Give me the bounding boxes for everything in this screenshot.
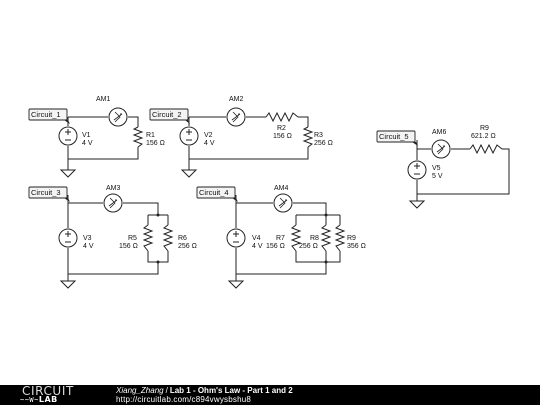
circuitlab-logo-sub: ~~W~LAB: [20, 395, 58, 405]
svg-text:256 Ω: 256 Ω: [178, 243, 197, 250]
svg-text:R1: R1: [146, 132, 155, 139]
svg-text:AM2: AM2: [229, 96, 244, 103]
svg-text:156 Ω: 156 Ω: [266, 243, 285, 250]
circuit-3: Circuit_3 V3 4 V AM3 R5 156 Ω R6 256 Ω: [28, 185, 197, 289]
circuit-2: Circuit_2 V2 4 V AM2 R2 156 Ω R3 256 Ω: [149, 96, 333, 178]
circuit-4-tag[interactable]: Circuit_4: [196, 186, 238, 202]
author-link[interactable]: Xiang_Zhang: [116, 386, 164, 395]
svg-text:V1: V1: [82, 132, 91, 139]
svg-text:AM1: AM1: [96, 96, 111, 103]
svg-text:R9: R9: [480, 125, 489, 132]
svg-text:5 V: 5 V: [432, 173, 443, 180]
svg-text:156 Ω: 156 Ω: [146, 140, 165, 147]
svg-text:R6: R6: [178, 235, 187, 242]
svg-text:Circuit_5: Circuit_5: [379, 132, 409, 141]
circuit-url[interactable]: http://circuitlab.com/c894vwysbshu8: [116, 395, 252, 404]
svg-text:R9: R9: [347, 235, 356, 242]
ammeter-am3[interactable]: [103, 193, 123, 213]
ammeter-am1[interactable]: [108, 107, 128, 127]
schematic-canvas: Circuit_1 V1 4 V AM1 R1 156 Ω Circuit_2 …: [28, 96, 510, 289]
svg-text:R8: R8: [310, 235, 319, 242]
source-v3[interactable]: [58, 228, 78, 248]
svg-text:256 Ω: 256 Ω: [299, 243, 318, 250]
svg-text:V2: V2: [204, 132, 213, 139]
source-v2[interactable]: [179, 126, 199, 146]
circuit-5: Circuit_5 V5 5 V AM6 R9 621.2 Ω: [376, 125, 510, 209]
circuit-title: Lab 1 - Ohm's Law - Part 1 and 2: [169, 386, 293, 395]
svg-text:4 V: 4 V: [204, 140, 215, 147]
svg-text:AM4: AM4: [274, 185, 289, 192]
svg-text:R2: R2: [277, 125, 286, 132]
svg-text:R3: R3: [314, 132, 323, 139]
svg-text:156 Ω: 156 Ω: [119, 243, 138, 250]
resistor-r9[interactable]: [334, 224, 346, 252]
svg-text:4 V: 4 V: [252, 243, 263, 250]
source-v1[interactable]: [58, 126, 78, 146]
svg-text:V4: V4: [252, 235, 261, 242]
ground-icon: [228, 280, 244, 289]
svg-text:AM3: AM3: [106, 185, 121, 192]
svg-text:AM6: AM6: [432, 129, 447, 136]
resistor-r1[interactable]: [132, 126, 144, 148]
svg-text:356 Ω: 356 Ω: [347, 243, 366, 250]
circuit-1-tag[interactable]: Circuit_1: [28, 108, 70, 124]
source-v5[interactable]: [407, 160, 427, 180]
footer-bar: CIRCUIT ~~W~LAB Xiang_Zhang/Lab 1 - Ohm'…: [0, 385, 540, 405]
ammeter-am6[interactable]: [431, 139, 451, 159]
circuitlab-logo[interactable]: CIRCUIT: [22, 384, 74, 398]
svg-text:R7: R7: [276, 235, 285, 242]
resistor-r6[interactable]: [162, 224, 174, 252]
svg-text:621.2 Ω: 621.2 Ω: [471, 133, 496, 140]
ground-icon: [409, 200, 425, 209]
circuit-5-tag[interactable]: Circuit_5: [376, 130, 418, 146]
svg-text:Circuit_3: Circuit_3: [31, 188, 61, 197]
svg-text:Circuit_1: Circuit_1: [31, 110, 61, 119]
resistor-r5[interactable]: [142, 224, 154, 252]
svg-text:Circuit_2: Circuit_2: [152, 110, 182, 119]
svg-text:156 Ω: 156 Ω: [273, 133, 292, 140]
svg-text:V5: V5: [432, 165, 441, 172]
svg-text:R5: R5: [128, 235, 137, 242]
resistor-r2[interactable]: [265, 111, 299, 123]
circuit-3-tag[interactable]: Circuit_3: [28, 186, 70, 202]
ground-icon: [60, 280, 76, 289]
source-v4[interactable]: [226, 228, 246, 248]
circuit-4: Circuit_4 V4 4 V AM4 R7 156 Ω R8 256 Ω R…: [196, 185, 366, 289]
svg-text:256 Ω: 256 Ω: [314, 140, 333, 147]
svg-text:4 V: 4 V: [82, 140, 93, 147]
ground-icon: [181, 169, 197, 178]
ammeter-am4[interactable]: [273, 193, 293, 213]
svg-text:Circuit_4: Circuit_4: [199, 188, 229, 197]
circuit-1: Circuit_1 V1 4 V AM1 R1 156 Ω: [28, 96, 165, 178]
resistor-r3[interactable]: [302, 126, 314, 148]
circuit-2-tag[interactable]: Circuit_2: [149, 108, 190, 124]
resistor-r9-circuit5[interactable]: [469, 143, 503, 155]
resistor-r7[interactable]: [290, 224, 302, 252]
footer-title-line: Xiang_Zhang/Lab 1 - Ohm's Law - Part 1 a…: [116, 386, 293, 395]
svg-text:V3: V3: [83, 235, 92, 242]
ammeter-am2[interactable]: [226, 107, 246, 127]
resistor-r8[interactable]: [320, 224, 332, 252]
svg-text:4 V: 4 V: [83, 243, 94, 250]
ground-icon: [60, 169, 76, 178]
